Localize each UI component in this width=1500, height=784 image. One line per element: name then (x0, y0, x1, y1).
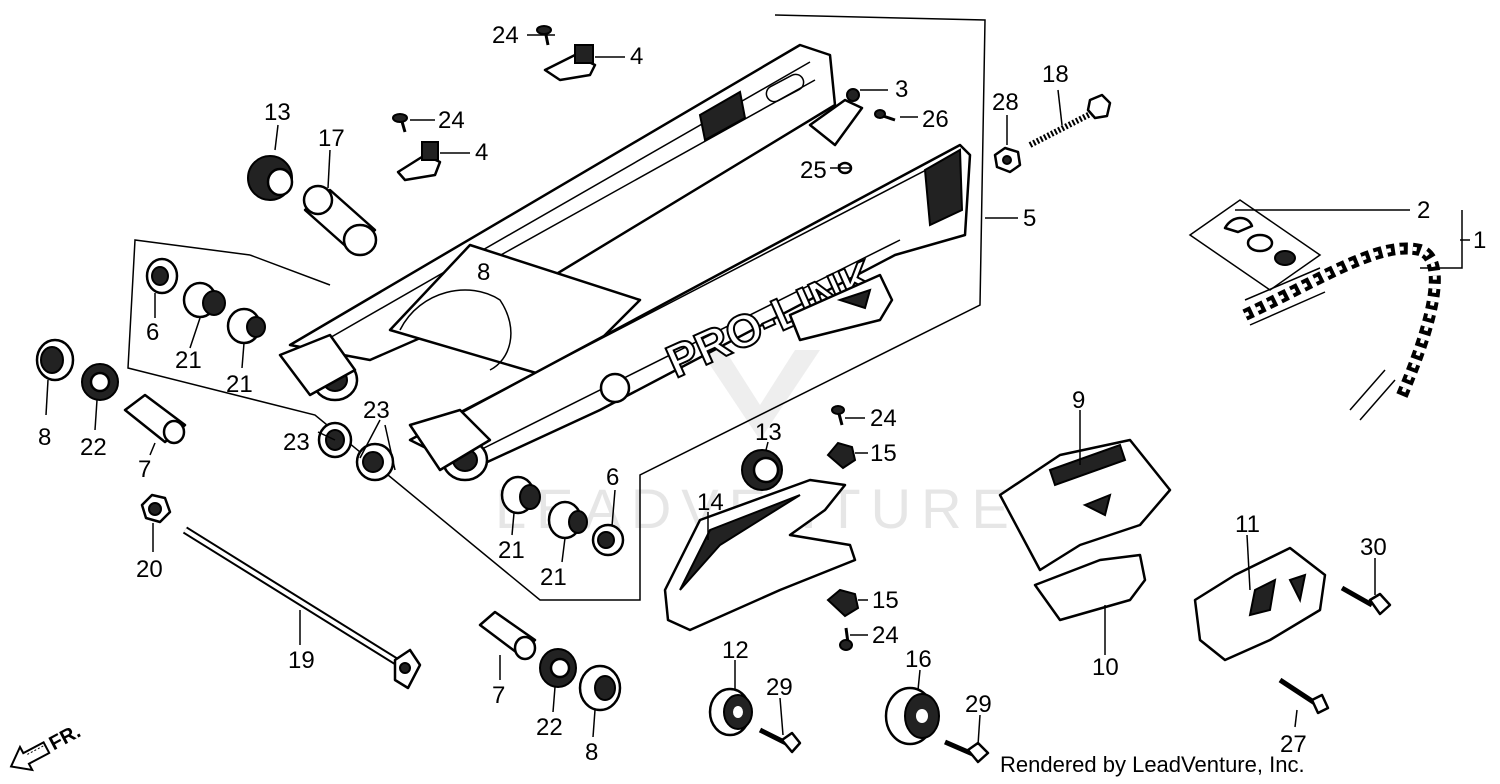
nut-28[interactable] (993, 146, 1022, 174)
callout-8-right: 8 (585, 739, 598, 766)
callout-18: 18 (1042, 61, 1069, 88)
callout-6-left: 6 (146, 319, 159, 346)
seal-6-right[interactable] (591, 523, 625, 557)
collar-17[interactable] (302, 184, 378, 257)
callout-13-lower: 13 (755, 419, 782, 446)
seal-6-left[interactable] (145, 257, 179, 295)
callout-8-left: 8 (38, 424, 51, 451)
callout-15-lower: 15 (872, 587, 899, 614)
needle-bearing-22-left[interactable] (81, 363, 119, 401)
callout-30: 30 (1360, 534, 1387, 561)
callout-7-right: 7 (492, 682, 505, 709)
callout-24-mid: 24 (438, 107, 465, 134)
chain-roller-12[interactable] (708, 687, 753, 737)
callout-20: 20 (136, 556, 163, 583)
callout-21-c: 21 (498, 537, 525, 564)
callout-5: 5 (1023, 205, 1036, 232)
needle-bearing-22-right[interactable] (539, 648, 577, 688)
bearing-23-b[interactable] (355, 442, 395, 482)
callout-6-right: 6 (606, 464, 619, 491)
callout-4-lower: 4 (475, 139, 488, 166)
callout-21-d: 21 (540, 564, 567, 591)
bolt-27[interactable] (1278, 677, 1330, 715)
callout-4-upper: 4 (630, 43, 643, 70)
callout-12: 12 (722, 637, 749, 664)
screw-24-upper[interactable] (831, 405, 845, 426)
callout-19: 19 (288, 647, 315, 674)
seal-8-right[interactable] (578, 664, 622, 712)
chain-adjuster-upper[interactable] (543, 44, 597, 82)
callout-29-a: 29 (766, 674, 793, 701)
chain-guard-plate[interactable] (1193, 546, 1327, 662)
callout-21-a: 21 (175, 347, 202, 374)
watermark-logo (700, 350, 820, 440)
callout-2: 2 (1417, 197, 1430, 224)
callout-10: 10 (1092, 654, 1119, 681)
seal-8-left[interactable] (35, 338, 75, 382)
screw-24-lower[interactable] (839, 627, 853, 651)
callout-13-upper: 13 (264, 99, 291, 126)
adjuster-plate[interactable] (808, 88, 864, 147)
master-link[interactable] (1188, 199, 1322, 291)
pivot-collar-7-left[interactable] (123, 393, 187, 445)
assembly-outline (127, 14, 986, 601)
callout-25: 25 (800, 157, 827, 184)
callout-28: 28 (992, 89, 1019, 116)
callout-29-b: 29 (965, 691, 992, 718)
callout-11: 11 (1235, 511, 1260, 538)
callout-23-b: 23 (363, 397, 390, 424)
bearing-21-b[interactable] (226, 307, 266, 345)
bolt-30[interactable] (1340, 585, 1392, 616)
front-direction-arrow: FR. (9, 720, 85, 772)
chain-roller-16[interactable] (884, 686, 940, 746)
callout-9: 9 (1072, 387, 1085, 414)
callout-21-b: 21 (226, 371, 253, 398)
dust-seal-13-upper[interactable] (247, 155, 294, 201)
callout-14: 14 (697, 489, 724, 516)
guide-slider-plate[interactable] (1033, 553, 1147, 622)
front-direction-label: FR. (46, 720, 85, 755)
screw-top[interactable] (536, 25, 552, 46)
bearing-21-a[interactable] (182, 281, 226, 319)
callout-22-right: 22 (536, 714, 563, 741)
chain-slider[interactable] (663, 478, 857, 632)
callout-8-center: 8 (477, 259, 490, 286)
render-credit: Rendered by LeadVenture, Inc. (1000, 752, 1305, 777)
callout-7-left: 7 (138, 456, 151, 483)
callout-labels: 1 2 3 4 4 5 6 6 7 7 8 8 8 9 10 11 12 13 … (38, 22, 1486, 766)
drive-chain[interactable] (1242, 242, 1441, 421)
callout-16: 16 (905, 646, 932, 673)
roller-bolt-29-a[interactable] (758, 727, 802, 754)
chain-guide[interactable] (998, 438, 1172, 572)
dust-seal-13-lower[interactable] (741, 449, 783, 491)
callout-1: 1 (1473, 227, 1486, 254)
callout-26: 26 (922, 106, 949, 133)
nut-15-lower[interactable] (826, 588, 860, 618)
chain-adjuster-lower[interactable] (396, 141, 442, 182)
screw-mid[interactable] (392, 113, 408, 133)
callout-15-upper: 15 (870, 440, 897, 467)
pivot-nut-20[interactable] (140, 493, 172, 524)
callout-24-right-upper: 24 (870, 405, 897, 432)
callout-22-left: 22 (80, 434, 107, 461)
bolt-26[interactable] (874, 109, 896, 122)
nut-15-upper[interactable] (826, 441, 857, 470)
leader-lines (45, 34, 1470, 746)
callout-27: 27 (1280, 731, 1307, 758)
pivot-collar-7-right[interactable] (478, 610, 537, 661)
bearing-21-c[interactable] (500, 475, 541, 515)
callout-24-right-lower: 24 (872, 622, 899, 649)
pivot-bolt-19[interactable] (182, 526, 422, 690)
callout-24-top: 24 (492, 22, 519, 49)
axle-bolt-18[interactable] (1028, 93, 1112, 148)
callout-23-a: 23 (283, 429, 310, 456)
roller-bolt-29-b[interactable] (944, 739, 990, 764)
callout-17: 17 (318, 125, 345, 152)
callout-3: 3 (895, 76, 908, 103)
